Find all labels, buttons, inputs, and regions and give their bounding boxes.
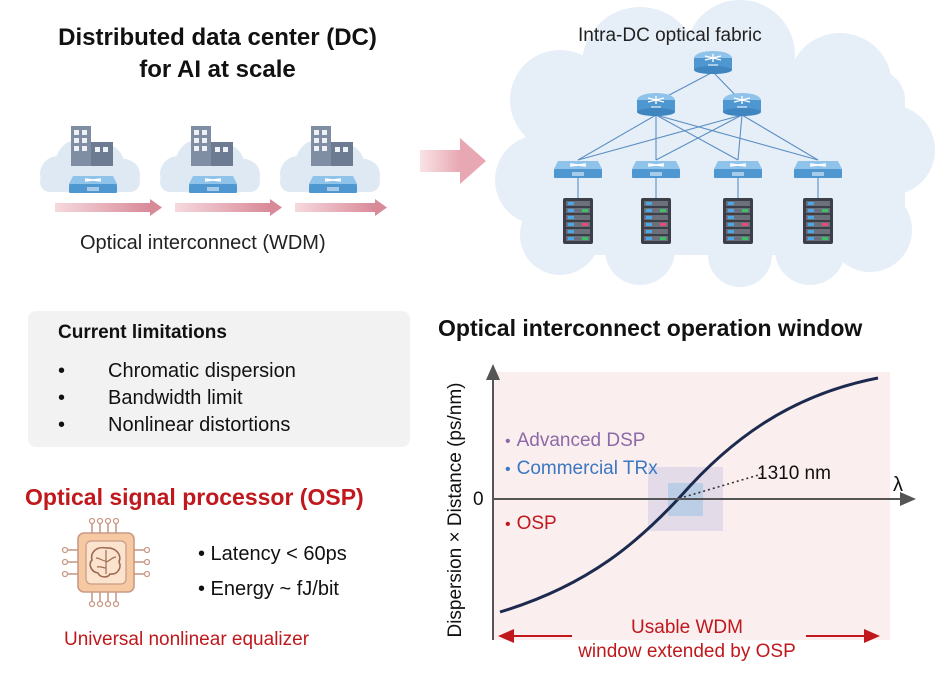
dc-title: Distributed data center (DC) for AI at s… [10, 22, 425, 86]
y-axis-label: Dispersion × Distance (ps/nm) [445, 382, 466, 638]
wdm-link-arrows [55, 199, 387, 216]
x-axis-label: λ [893, 474, 903, 496]
limitations-title: Current limitations [58, 322, 227, 343]
osp-spec-energy: • Energy ~ fJ/bit [198, 578, 339, 600]
osp-spec-latency: • Latency < 60ps [198, 543, 347, 565]
legend-dot: • [505, 433, 511, 450]
chip-icon [61, 517, 151, 608]
plot-title: Optical interconnect operation window [438, 315, 863, 341]
annotation-leader [683, 473, 763, 498]
legend-dot: • [505, 516, 511, 533]
x-axis-arrowhead [900, 492, 916, 506]
dc-title-line1: Distributed data center (DC) [58, 24, 377, 51]
dc-switch-icons [68, 175, 358, 194]
usable-window-line2: window extended by OSP [578, 641, 796, 662]
limitation-item: • Chromatic dispersion [58, 360, 296, 383]
limitations-panel [28, 311, 410, 447]
limitation-text: Bandwidth limit [108, 387, 243, 409]
osp-caption: Universal nonlinear equalizer [64, 629, 310, 650]
fabric-links [577, 71, 819, 200]
limitation-text: Chromatic dispersion [108, 360, 296, 382]
usable-window-arrows [498, 629, 880, 643]
limitation-item: • Nonlinear distortions [58, 414, 290, 437]
transition-arrow [420, 138, 486, 184]
legend-dot: • [505, 461, 511, 478]
osp-title: Optical signal processor (OSP) [25, 484, 364, 510]
list-bullet: • [58, 360, 66, 382]
y-axis-arrowhead [486, 364, 500, 380]
usable-window-line1: Usable WDM [631, 617, 743, 638]
list-bullet: • [58, 414, 66, 436]
plot-area [486, 364, 916, 643]
legend-osp: • OSP [505, 513, 557, 535]
legend-commercial-trx: • Commercial TRx [505, 458, 658, 480]
limitation-item: • Bandwidth limit [58, 387, 243, 410]
dispersion-curve [499, 376, 879, 614]
legend-label: Commercial TRx [516, 458, 658, 479]
fabric-caption: Intra-DC optical fabric [578, 25, 762, 46]
y-zero-label: 0 [473, 489, 484, 510]
wavelength-annotation: 1310 nm [757, 463, 831, 484]
limitation-text: Nonlinear distortions [108, 414, 291, 436]
legend-label: Advanced DSP [516, 430, 646, 451]
usable-window-label: Usable WDM window extended by OSP [542, 616, 832, 664]
dc-title-line2: for AI at scale [139, 56, 296, 83]
legend-label: OSP [516, 513, 557, 534]
list-bullet: • [58, 387, 66, 409]
wdm-caption: Optical interconnect (WDM) [80, 232, 326, 254]
legend-advanced-dsp: • Advanced DSP [505, 430, 645, 452]
